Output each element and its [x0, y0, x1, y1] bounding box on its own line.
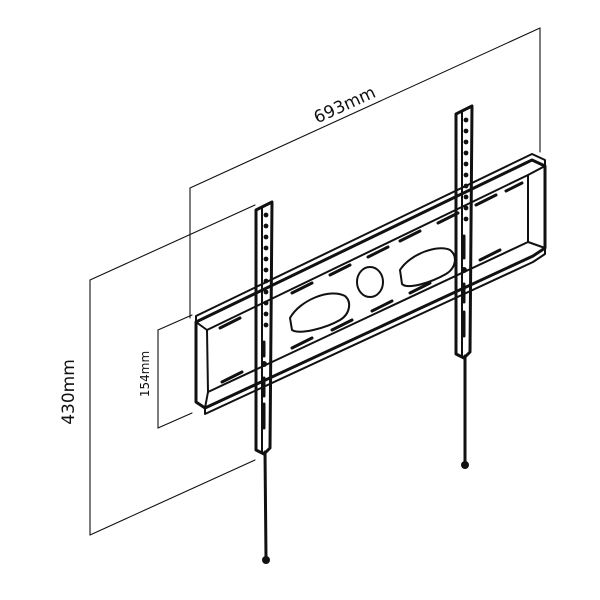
right-arm-body — [454, 104, 474, 360]
right-vertical-arm — [454, 104, 474, 469]
inner-dimension-label: 154mm — [138, 351, 152, 397]
frame-cutout-left — [289, 292, 351, 333]
frame-bottom-slots — [220, 248, 502, 384]
left-arm-holes — [261, 212, 269, 367]
frame-right-return-bottom — [527, 241, 546, 249]
horizontal-frame — [194, 153, 547, 415]
left-vertical-arm — [254, 200, 274, 564]
width-dimension-label: 693mm — [311, 83, 379, 128]
frame-left-return-bottom — [204, 391, 209, 409]
right-arm-rod-end — [461, 461, 469, 469]
left-arm-body — [254, 200, 274, 456]
right-arm-holes — [461, 117, 469, 273]
frame-outer — [194, 158, 547, 410]
width-dimension-line — [189, 27, 541, 189]
inner-extension-bottom — [157, 412, 193, 429]
frame-bottom-flange — [204, 247, 546, 415]
height-dimension-label: 430mm — [59, 359, 79, 425]
dimension-lines — [89, 27, 541, 536]
frame-left-return — [195, 321, 208, 331]
left-arm-rod-end — [262, 556, 270, 564]
frame-cutout-right — [399, 247, 456, 288]
height-extension-top — [89, 204, 256, 281]
height-extension-bottom — [89, 459, 256, 536]
frame-right-return — [527, 165, 546, 176]
frame-top-flange — [195, 153, 546, 323]
inner-extension-top — [157, 314, 193, 331]
frame-top-slots — [218, 181, 524, 330]
frame-center-hole — [356, 266, 384, 298]
left-arm-rod — [263, 450, 268, 560]
